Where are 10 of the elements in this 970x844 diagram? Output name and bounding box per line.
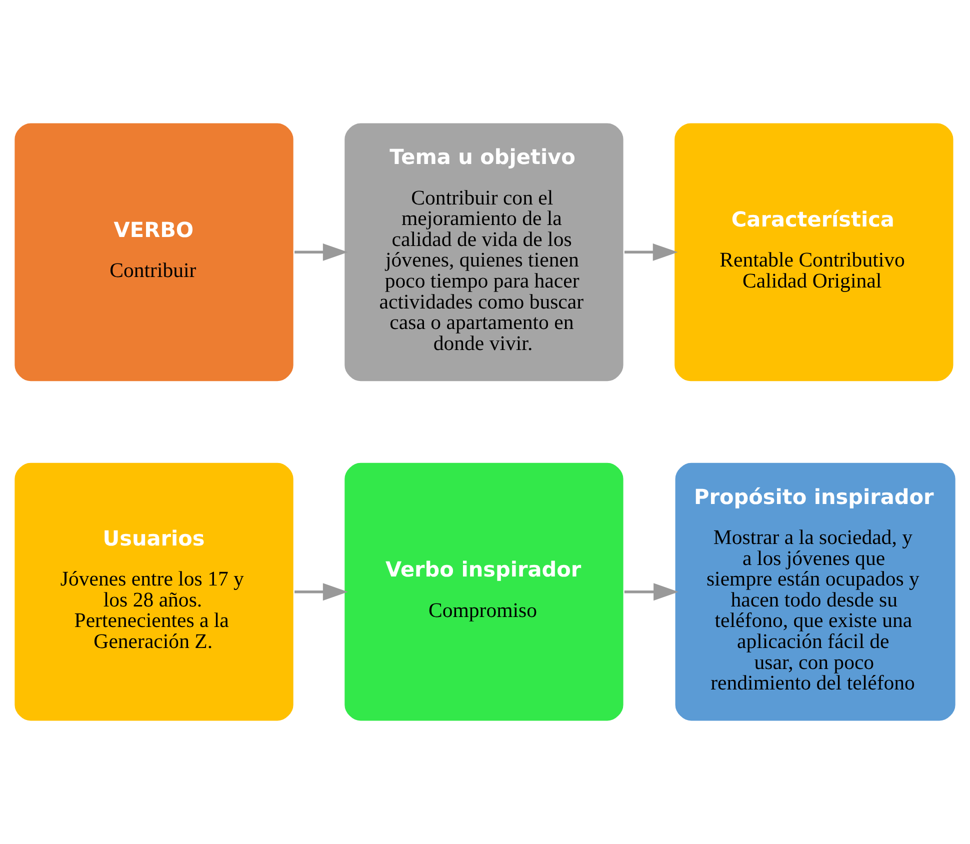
node-box: VERBO Contribuir	[13, 122, 295, 382]
arrow	[294, 243, 348, 261]
node-box: Propósito inspirador Mostrar a la sociedad, y a los jóvenes que siempre están ocupados y hacen todo desde su teléfono, que existe una aplicación fácil de usar, con poco rendimiento del teléfono	[674, 462, 957, 722]
arrow	[624, 583, 679, 601]
node-box: Tema u objetivo Contribuir con el mejoramiento de la calidad de vida de los jóvenes, quienes tienen poco tiempo para hacer actividades como buscar casa o apartamento en donde vivir.	[343, 122, 625, 382]
node-box: Verbo inspirador Compromiso	[343, 462, 625, 722]
arrow	[294, 583, 348, 601]
node-box: Característica Rentable Contributivo Calidad Original	[673, 122, 955, 382]
node-box: Usuarios Jóvenes entre los 17 y los 28 años. Pertenecientes a la Generación Z.	[13, 462, 295, 722]
arrow	[624, 243, 678, 261]
